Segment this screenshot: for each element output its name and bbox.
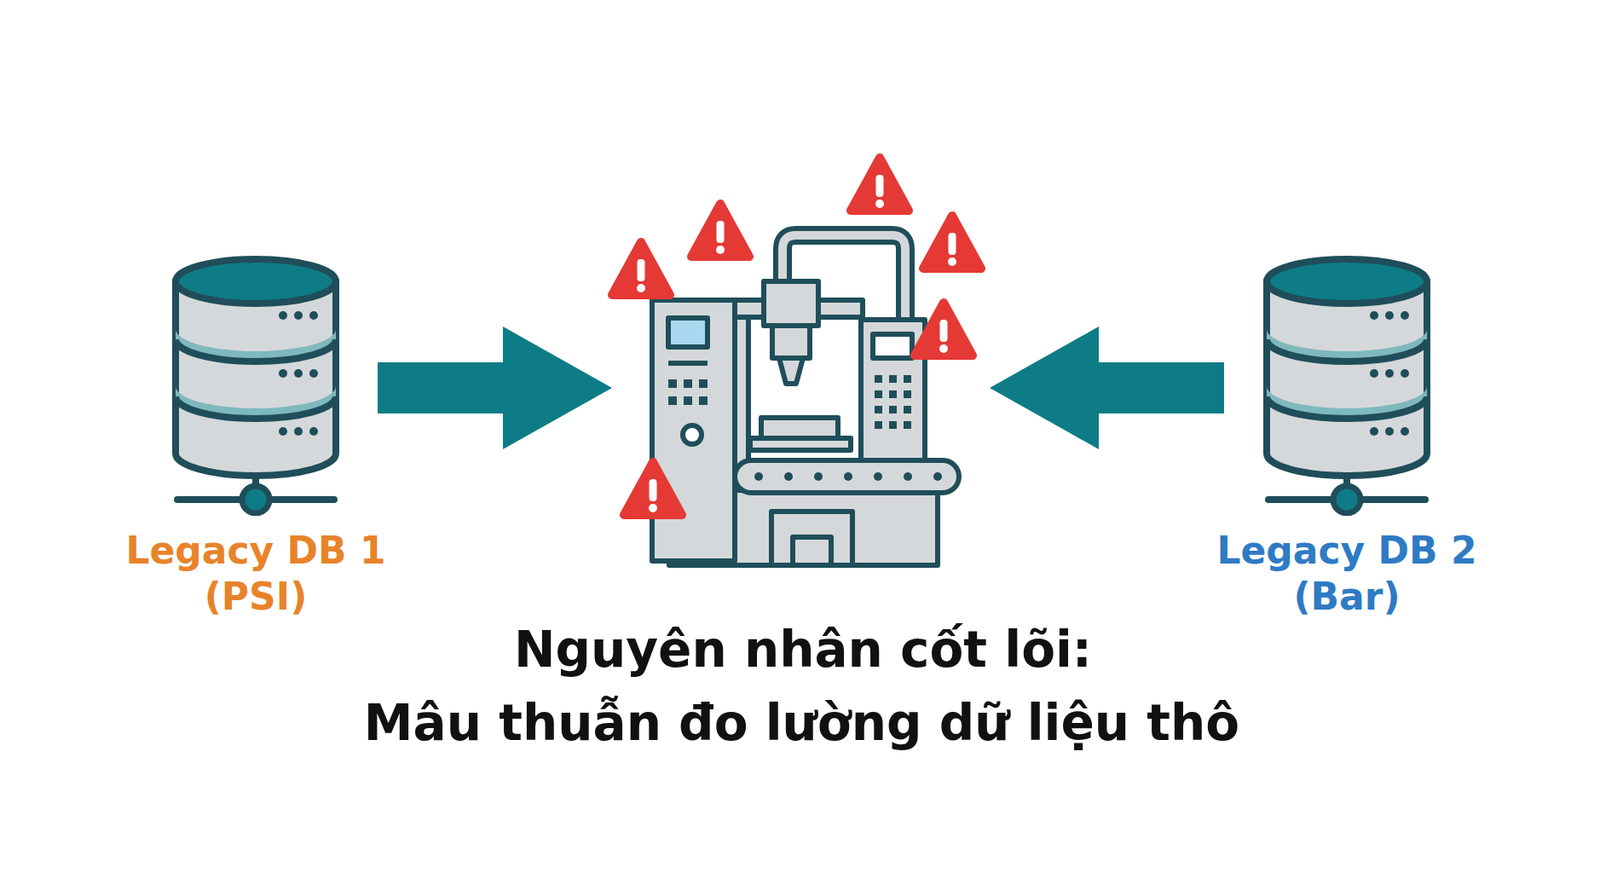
database-icon (1261, 255, 1433, 516)
database-icon (170, 255, 341, 516)
flow-arrow (377, 326, 613, 450)
machine-icon (652, 235, 959, 566)
diagram-title: Nguyên nhân cốt lõi: (1, 620, 1600, 681)
database-label: Legacy DB 2 (Bar) (1202, 527, 1492, 619)
warning-icons (612, 157, 982, 515)
database-node: Legacy DB 2 (Bar) (1193, 255, 1501, 619)
diagram-caption: Mâu thuẫn đo lường dữ liệu thô (1, 693, 1600, 754)
database-label: Legacy DB 1 (PSI) (112, 527, 399, 619)
database-node: Legacy DB 1 (PSI) (102, 255, 410, 619)
flow-arrow (989, 326, 1225, 450)
